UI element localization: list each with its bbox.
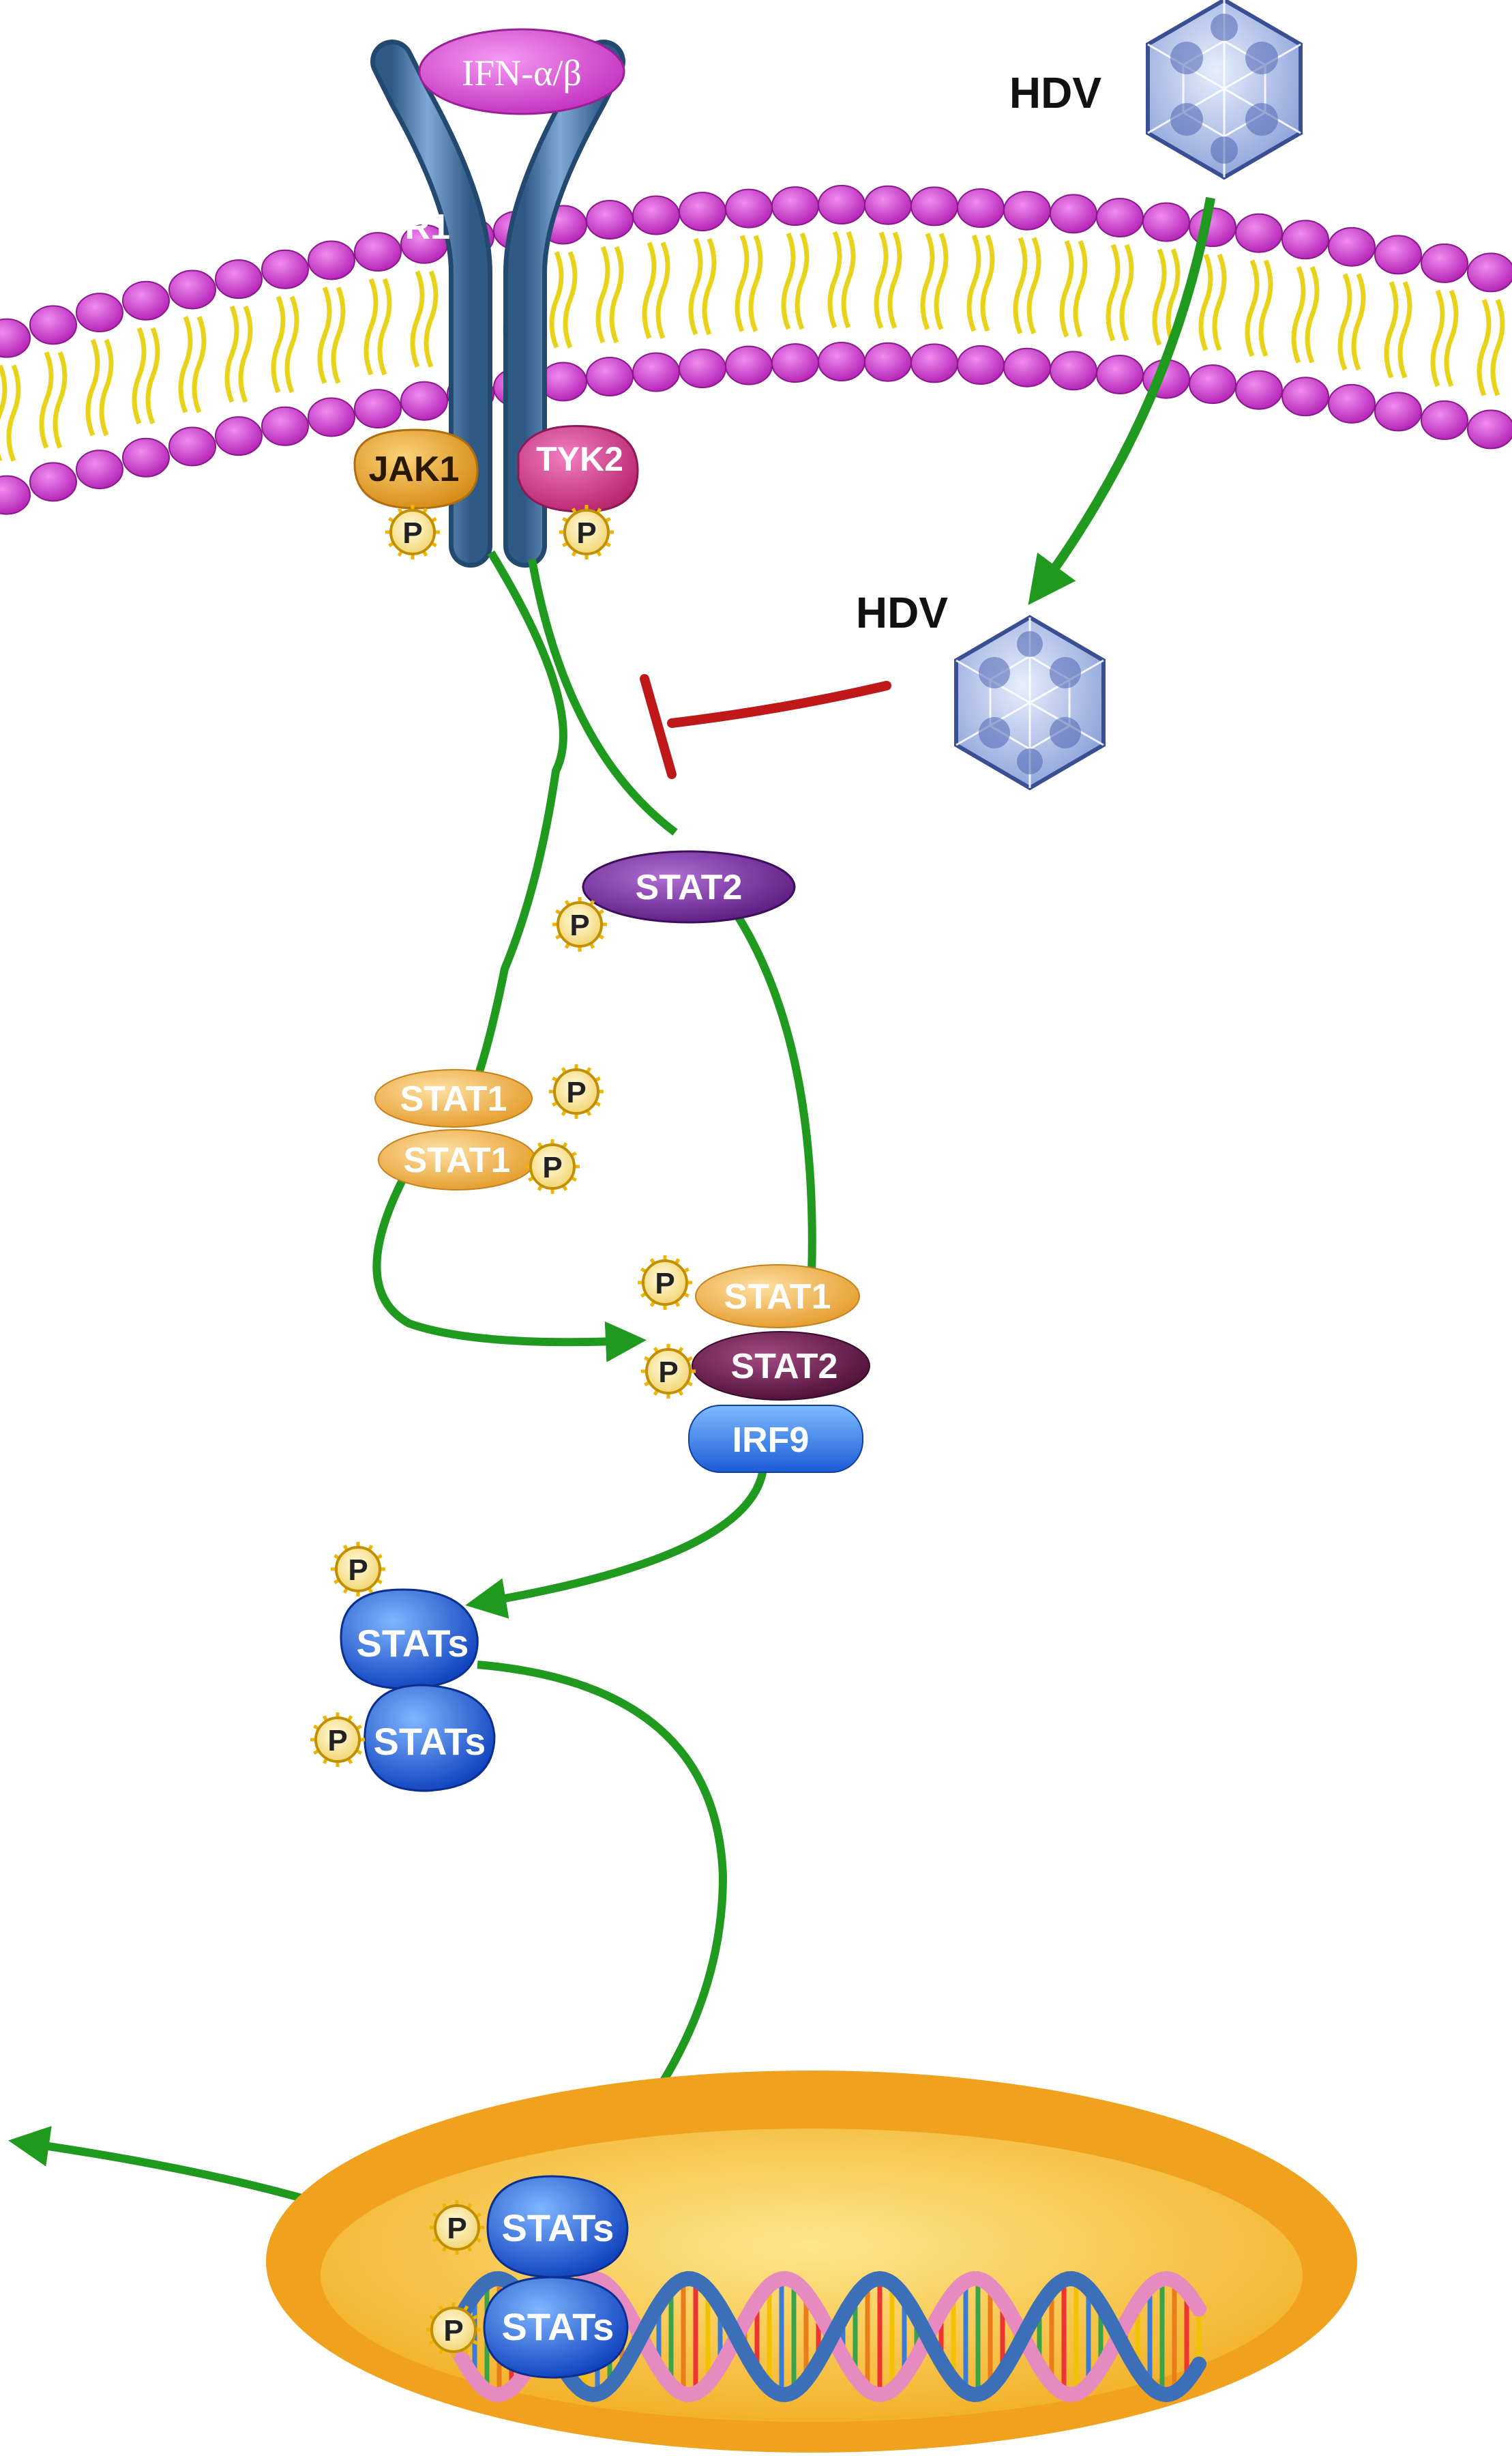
nucleus [266,2071,1357,2453]
stats-b-label: STATs [374,1720,486,1763]
tyk2-protein: TYK2 [517,425,639,513]
phosphate-label: P [658,1356,678,1389]
ifn-receptor: R1 [370,40,625,568]
signaling-arrows [8,550,816,2255]
phosphate-badge: P [549,1064,604,1119]
phosphate-badge: P [641,1344,696,1399]
ifn-label: IFN-α/β [462,53,582,93]
stats-dimer-nucleus: STATs STATs [483,2175,629,2379]
phosphate-groups: P P P P P P P P P P P [310,505,696,2357]
phosphate-label: P [447,2212,466,2245]
hdv-label-top: HDV [1009,68,1101,117]
stats-a-label: STATs [357,1622,469,1665]
nuc-stats-b-label: STATs [502,2305,614,2348]
complex-stat2-label: STAT2 [731,1347,838,1386]
hdv-entry-arrow [1028,196,1215,605]
complex-irf9-label: IRF9 [732,1420,810,1460]
phosphate-label: P [655,1267,675,1300]
nuc-stats-a-label: STATs [502,2206,614,2249]
cell-membrane [0,185,1512,515]
stat2-protein-top: STAT2 [582,850,796,924]
tyk2-label: TYK2 [536,440,623,478]
phosphate-label: P [402,516,422,550]
stat1-dimer: STAT1 STAT1 [374,1069,536,1190]
complex-stat1-label: STAT1 [724,1277,831,1317]
phosphate-label: P [566,1076,586,1109]
hdv-virus-extracellular [1146,0,1303,180]
receptor-label-left: R1 [405,207,450,247]
hdv-label-mid: HDV [856,588,948,637]
jak1-label: JAK1 [369,450,460,489]
stat1-b-label: STAT1 [404,1141,511,1180]
ifn-ligand: IFN-α/β [418,28,625,115]
phosphate-label: P [443,2314,463,2348]
phosphate-badge: P [310,1712,365,1767]
phosphate-badge: P [430,2200,484,2255]
phosphate-badge: P [426,2302,481,2357]
phosphate-label: P [348,1553,368,1587]
stats-dimer-cytoplasm: STATs STATs [340,1588,496,1792]
phosphate-badge: P [552,897,607,952]
jak1-protein: JAK1 [353,428,479,510]
hdv-inhibition-bar [640,674,891,779]
phosphate-badge: P [331,1542,385,1596]
phosphate-badge: P [638,1255,692,1310]
phosphate-badge: P [525,1139,580,1194]
phosphate-label: P [327,1724,347,1757]
phosphate-label: P [542,1151,562,1184]
phosphate-label: P [576,516,596,550]
hdv-virus-intracellular [954,615,1106,791]
phosphate-badge: P [559,505,614,559]
isgf3-complex: STAT1 STAT2 IRF9 [688,1264,870,1473]
phosphate-label: P [569,909,589,942]
stat1-a-label: STAT1 [400,1079,507,1119]
phosphate-badge: P [385,505,440,559]
stat2-top-label: STAT2 [636,868,743,907]
